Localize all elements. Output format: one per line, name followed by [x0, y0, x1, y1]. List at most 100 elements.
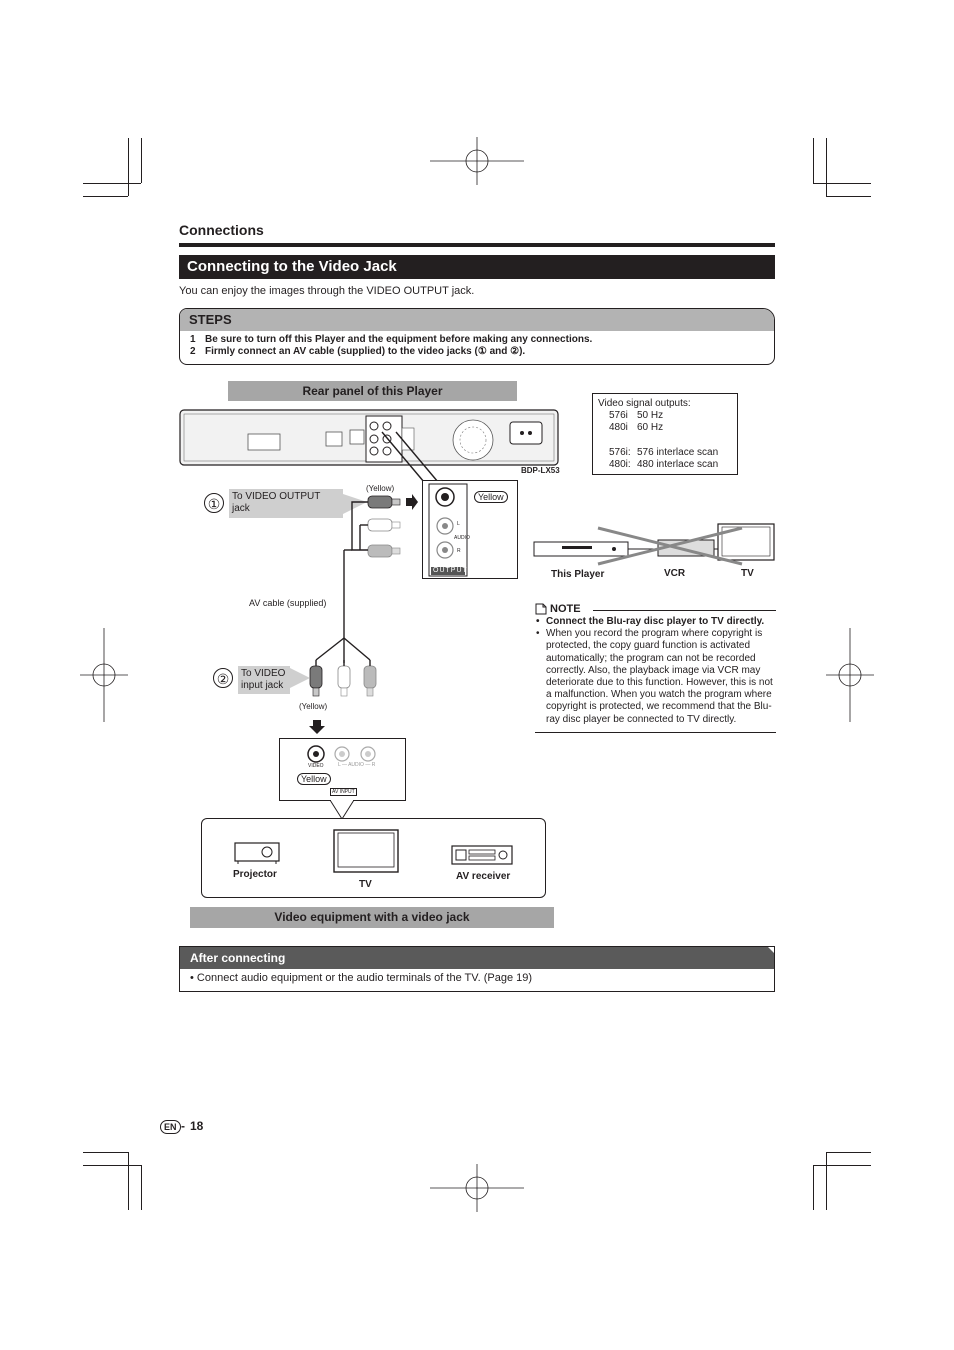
note-item: When you record the program where copyri… [535, 628, 776, 726]
av-cable [309, 494, 418, 697]
step-2: 2 Firmly connect an AV cable (supplied) t… [190, 346, 525, 357]
connection-chain-illustration [533, 523, 775, 566]
av-input-label: AV INPUT [330, 788, 357, 796]
step-text: Be sure to turn off this Player and the … [205, 334, 593, 345]
callout-pointer [343, 494, 367, 514]
av-receiver-icon [451, 845, 513, 865]
note-list: Connect the Blu-ray disc player to TV di… [535, 616, 776, 726]
projector-label: Projector [233, 869, 277, 880]
crop-mark [141, 138, 142, 183]
zoom-lines [381, 431, 439, 483]
marker-2: ② [213, 668, 233, 688]
crop-mark [826, 196, 871, 197]
model-label: BDP-LX53 [521, 466, 560, 475]
note-icon [535, 603, 547, 615]
signal-row: 576i: 576 interlace scan [598, 447, 737, 459]
crop-mark [128, 138, 129, 196]
signal-row: 480i 60 Hz [598, 422, 737, 434]
signal-heading: Video signal outputs: [598, 398, 691, 409]
language-badge: EN [160, 1120, 181, 1134]
page-title: Connecting to the Video Jack [179, 255, 775, 279]
steps-heading: STEPS [180, 309, 774, 331]
signal-row: 480i: 480 interlace scan [598, 459, 737, 471]
note-bottom-rule [535, 731, 776, 733]
marker-1: ① [204, 493, 224, 513]
callout-video-output: To VIDEO OUTPUT jack [229, 489, 343, 518]
steps-box: STEPS 1 Be sure to turn off this Player a… [179, 308, 775, 365]
jack-label-l: L [457, 521, 460, 527]
video-equipment-label: Video equipment with a video jack [190, 907, 554, 928]
note-heading: NOTE [550, 603, 581, 615]
registration-mark [430, 1164, 524, 1212]
registration-mark [826, 628, 874, 722]
crop-mark [813, 138, 814, 183]
chain-player-label: This Player [551, 569, 605, 580]
after-connecting-box: After connecting • Connect audio equipme… [179, 946, 775, 992]
av-cable-label: AV cable (supplied) [249, 598, 327, 608]
signal-mode: 576i: [609, 446, 631, 458]
signal-row: 576i 50 Hz [598, 410, 737, 422]
section-rule [179, 243, 775, 247]
yellow-tag-input: Yellow [297, 773, 331, 785]
projector-icon [234, 842, 280, 864]
tv-label: TV [359, 879, 372, 890]
jack-label-r: R [457, 548, 461, 554]
crop-mark [83, 183, 141, 184]
after-connecting-heading: After connecting [180, 947, 774, 969]
signal-mode: 480i [609, 422, 628, 434]
callout-tail [330, 800, 354, 820]
crop-mark [813, 183, 871, 184]
input-video-label: VIDEO [308, 763, 324, 769]
yellow-paren-top: (Yellow) [366, 484, 395, 493]
input-jacks [307, 745, 376, 763]
signal-value: 60 Hz [637, 422, 664, 434]
player-rear-panel [179, 409, 559, 466]
crop-mark [83, 196, 128, 197]
step-1: 1 Be sure to turn off this Player and the… [190, 334, 592, 345]
signal-mode: 480i: [609, 458, 631, 470]
intro-text: You can enjoy the images through the VID… [179, 285, 475, 297]
output-label: OUTPUT [433, 567, 468, 574]
registration-mark [80, 628, 128, 722]
crop-mark [826, 138, 827, 196]
crop-mark [813, 1165, 814, 1210]
av-receiver-label: AV receiver [456, 871, 511, 882]
jack-label-audio: AUDIO [454, 535, 470, 541]
yellow-tag-output: Yellow [474, 491, 508, 503]
crop-mark [83, 1152, 128, 1153]
signal-value: 576 interlace scan [637, 446, 719, 458]
page-number: 18 [190, 1119, 204, 1133]
signal-value: 480 interlace scan [637, 458, 719, 470]
note-rule [593, 610, 776, 611]
down-arrow-icon [309, 720, 325, 734]
bullet: • [190, 972, 197, 984]
step-number: 1 [190, 334, 196, 345]
tv-icon [333, 829, 399, 873]
crop-mark [83, 1165, 141, 1166]
crop-mark [128, 1152, 129, 1210]
crop-mark [826, 1152, 827, 1210]
step-number: 2 [190, 346, 196, 357]
signal-mode: 576i [609, 410, 628, 422]
registration-mark [430, 137, 524, 185]
input-audio-label: L — AUDIO — R [338, 762, 376, 768]
note-header: NOTE [535, 600, 776, 616]
step-text: Firmly connect an AV cable (supplied) to… [205, 346, 526, 357]
after-connecting-item: • Connect audio equipment or the audio t… [190, 972, 532, 984]
signal-value: 50 Hz [637, 410, 664, 422]
callout-video-input: To VIDEO input jack [238, 666, 290, 694]
section-heading: Connections [179, 222, 264, 238]
output-jack-panel [428, 483, 468, 577]
note-item: Connect the Blu-ray disc player to TV di… [535, 616, 776, 628]
chain-tv-label: TV [741, 568, 754, 579]
chain-vcr-label: VCR [664, 568, 686, 579]
signal-output-box: Video signal outputs: 576i 50 Hz 480i 60 H… [592, 393, 738, 475]
callout-pointer [290, 668, 310, 688]
crop-mark [813, 1165, 871, 1166]
page-dash: - [181, 1119, 185, 1133]
yellow-paren-bottom: (Yellow) [299, 702, 328, 711]
rear-panel-label: Rear panel of this Player [228, 381, 517, 401]
note-section: NOTE Connect the Blu-ray disc player to … [535, 600, 776, 733]
crop-mark [141, 1165, 142, 1210]
after-connecting-text: Connect audio equipment or the audio ter… [196, 972, 533, 984]
